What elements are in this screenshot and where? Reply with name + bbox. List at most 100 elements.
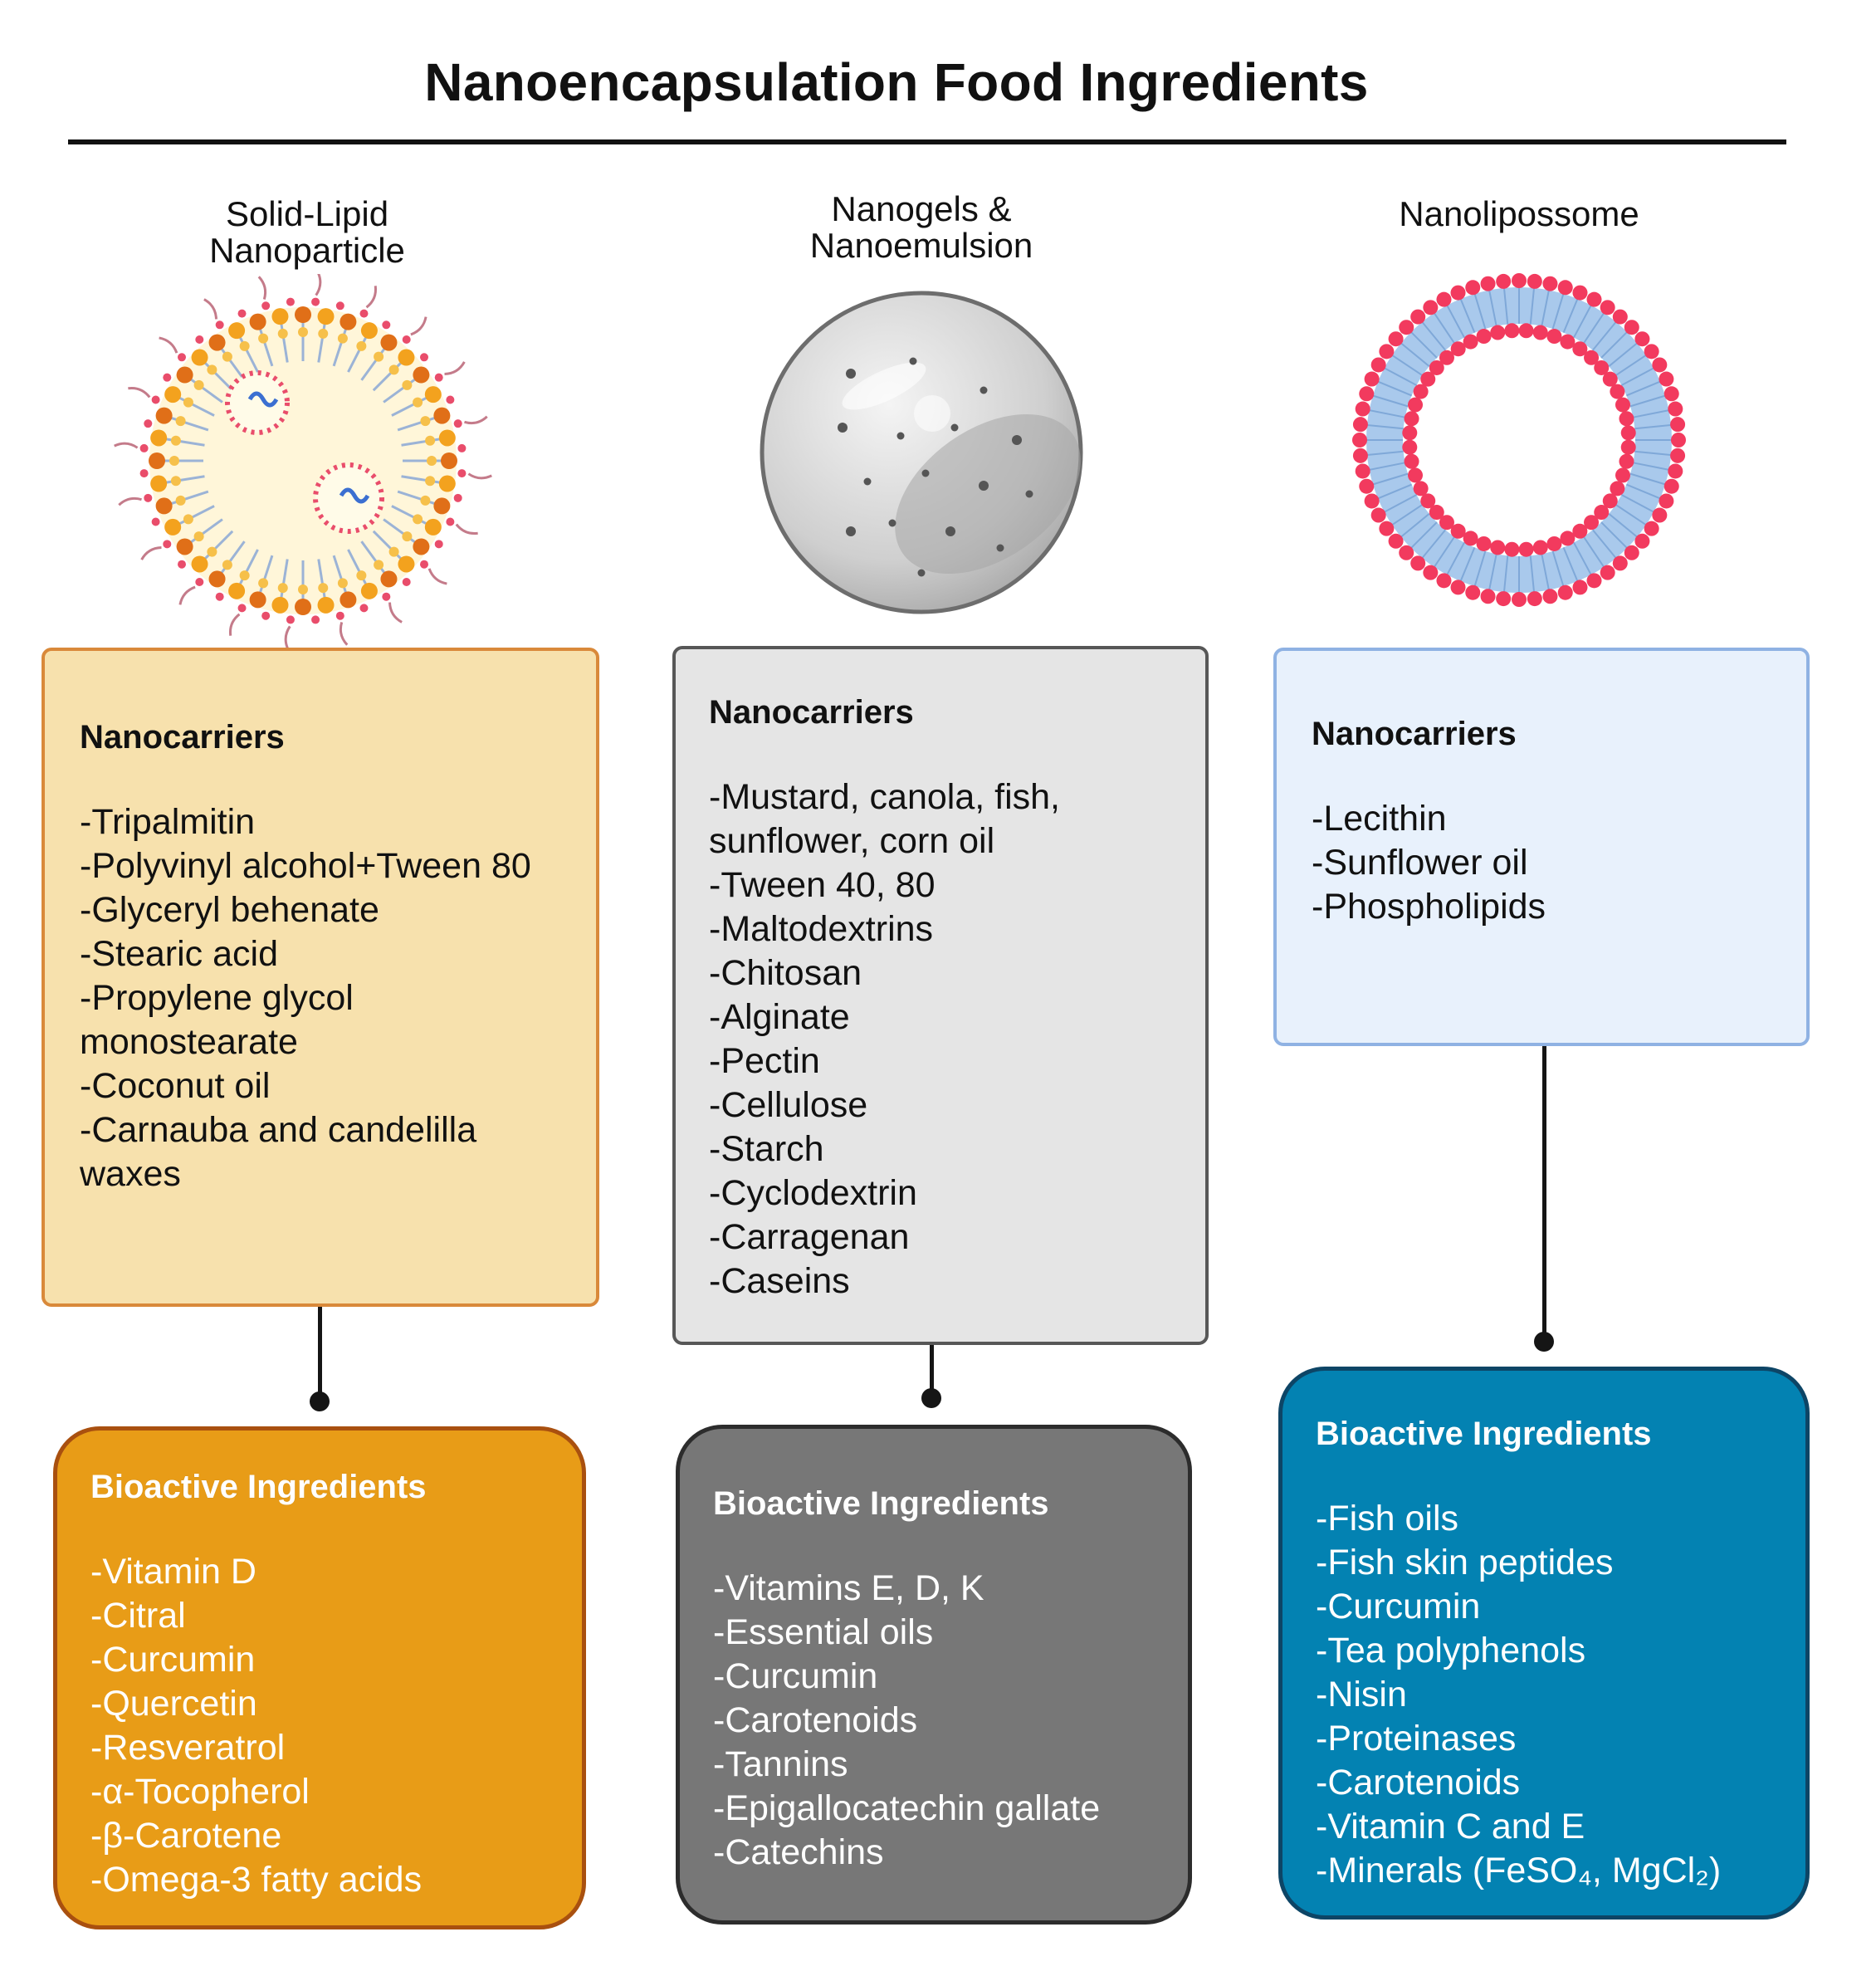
lipid-head: [1379, 344, 1395, 359]
lipid-head: [1619, 453, 1634, 469]
lipid-head: [1532, 325, 1548, 340]
lipid-head: [1615, 397, 1630, 413]
lipid-head: [1352, 433, 1367, 448]
solid-lipid-nanoparticle-icon: [114, 274, 492, 648]
bioactive-box-nanoliposome: Bioactive Ingredients -Fish oils -Fish s…: [1278, 1367, 1810, 1920]
lipid-head: [1512, 592, 1527, 607]
lipid-head: [1670, 448, 1686, 463]
lipid-head: [1439, 515, 1454, 531]
list-item: -α-Tocopherol: [90, 1772, 310, 1812]
lipid-head: [1602, 493, 1618, 509]
lipid-head: [1450, 341, 1466, 357]
nanocarriers-heading: Nanocarriers: [80, 719, 285, 756]
lipid-head: [1436, 573, 1452, 589]
list-item: -Omega-3 fatty acids: [90, 1860, 423, 1900]
list-item: -Coconut oil: [80, 1066, 271, 1106]
lipid-head: [1436, 291, 1452, 307]
lipid-head: [1355, 463, 1370, 479]
lipid-head: [1634, 533, 1650, 549]
lipid-head: [1463, 531, 1478, 546]
lipid-head: [1388, 331, 1404, 347]
bioactive-heading: Bioactive Ingredients: [90, 1469, 427, 1505]
nanocarriers-heading: Nanocarriers: [709, 694, 914, 731]
lipid-head: [1594, 359, 1610, 375]
lipid-head: [1490, 325, 1506, 340]
list-item: -Caseins: [709, 1261, 850, 1301]
bioactive-box-nanogels: Bioactive Ingredients -Vitamins E, D, K …: [676, 1425, 1192, 1925]
sln-inner-micelle: [225, 370, 384, 534]
bioactive-heading: Bioactive Ingredients: [713, 1485, 1049, 1522]
lipid-head: [1670, 417, 1686, 433]
lipid-head: [1527, 273, 1542, 289]
lipid-head: [1620, 425, 1636, 441]
lipid-head: [1620, 439, 1636, 455]
lipid-head: [1359, 386, 1375, 402]
lipid-head: [1594, 505, 1610, 521]
lipid-head: [1404, 411, 1419, 427]
list-item: -Proteinases: [1316, 1719, 1517, 1758]
lipid-head: [1413, 384, 1429, 399]
lipid-head: [1546, 329, 1562, 345]
page-title: Nanoencapsulation Food Ingredients: [424, 52, 1369, 112]
list-item: -Polyvinyl alcohol+Tween 80: [80, 846, 531, 886]
lipid-head: [1572, 580, 1588, 595]
list-item: -Epigallocatechin gallate: [713, 1788, 1101, 1828]
lipid-head: [1560, 531, 1576, 546]
connector-line: [318, 1307, 322, 1400]
list-item: -Tannins: [713, 1744, 848, 1784]
nanocarriers-box-nanoliposome: Nanocarriers -Lecithin -Sunflower oil -P…: [1273, 648, 1810, 1046]
lipid-head: [1615, 467, 1630, 483]
connector-dot: [921, 1388, 941, 1408]
lipid-head: [1504, 541, 1520, 557]
lipid-head: [1355, 401, 1370, 417]
lipid-head: [1602, 371, 1618, 387]
lipid-head: [1542, 589, 1558, 604]
lipid-head: [1600, 300, 1615, 315]
lipid-head: [1410, 309, 1426, 325]
list-item: -Chitosan: [709, 953, 862, 993]
list-item: monostearate: [80, 1022, 298, 1062]
column-title-nanogels: Nanogels & Nanoemulsion: [747, 191, 1096, 264]
lipid-head: [1572, 341, 1588, 357]
lipid-head: [1671, 433, 1686, 448]
list-item: -Minerals (FeSO₄, MgCl₂): [1316, 1851, 1722, 1890]
list-item: -Fish oils: [1316, 1499, 1459, 1538]
list-item: -Carotenoids: [713, 1700, 918, 1740]
list-item: -Propylene glycol: [80, 978, 354, 1018]
list-item: -Starch: [709, 1129, 824, 1169]
nanocarriers-heading: Nanocarriers: [1312, 716, 1517, 752]
connector-dot: [310, 1391, 330, 1411]
lipid-head: [1560, 334, 1576, 350]
nanocarriers-box-solid-lipid: Nanocarriers -Tripalmitin -Polyvinyl alc…: [42, 648, 599, 1307]
lipid-head: [1610, 481, 1625, 496]
lipid-head: [1668, 463, 1683, 479]
liposome-ring-icon: [1352, 273, 1686, 607]
lipid-head: [1584, 515, 1600, 531]
lipid-head: [1402, 439, 1418, 455]
nanocarriers-box-nanogels: Nanocarriers -Mustard, canola, fish, sun…: [672, 646, 1209, 1345]
lipid-head: [1420, 493, 1436, 509]
lipid-head: [1644, 344, 1659, 359]
lipid-head: [1423, 300, 1439, 315]
lipid-head: [1465, 584, 1481, 600]
list-item: waxes: [80, 1154, 181, 1194]
lipid-head: [1420, 371, 1436, 387]
lipid-head: [1399, 545, 1414, 560]
bioactive-heading: Bioactive Ingredients: [1316, 1416, 1652, 1452]
lipid-head: [1612, 555, 1628, 571]
lipid-head: [1572, 285, 1588, 301]
lipid-head: [1404, 453, 1419, 469]
lipid-head: [1399, 320, 1414, 335]
nanogel-particles: [838, 357, 1033, 577]
lipid-head: [1610, 384, 1625, 399]
lipid-head: [1423, 565, 1439, 580]
connector-line: [930, 1345, 934, 1398]
column-title-line: Solid-Lipid: [225, 194, 389, 233]
lipid-head: [1659, 493, 1674, 509]
lipid-head: [1450, 523, 1466, 539]
column-title-line: Nanolipossome: [1399, 194, 1639, 233]
list-item: -Carragenan: [709, 1217, 910, 1257]
lipid-head: [1352, 448, 1368, 463]
list-item: sunflower, corn oil: [709, 821, 995, 861]
list-item: -Phospholipids: [1312, 887, 1546, 927]
